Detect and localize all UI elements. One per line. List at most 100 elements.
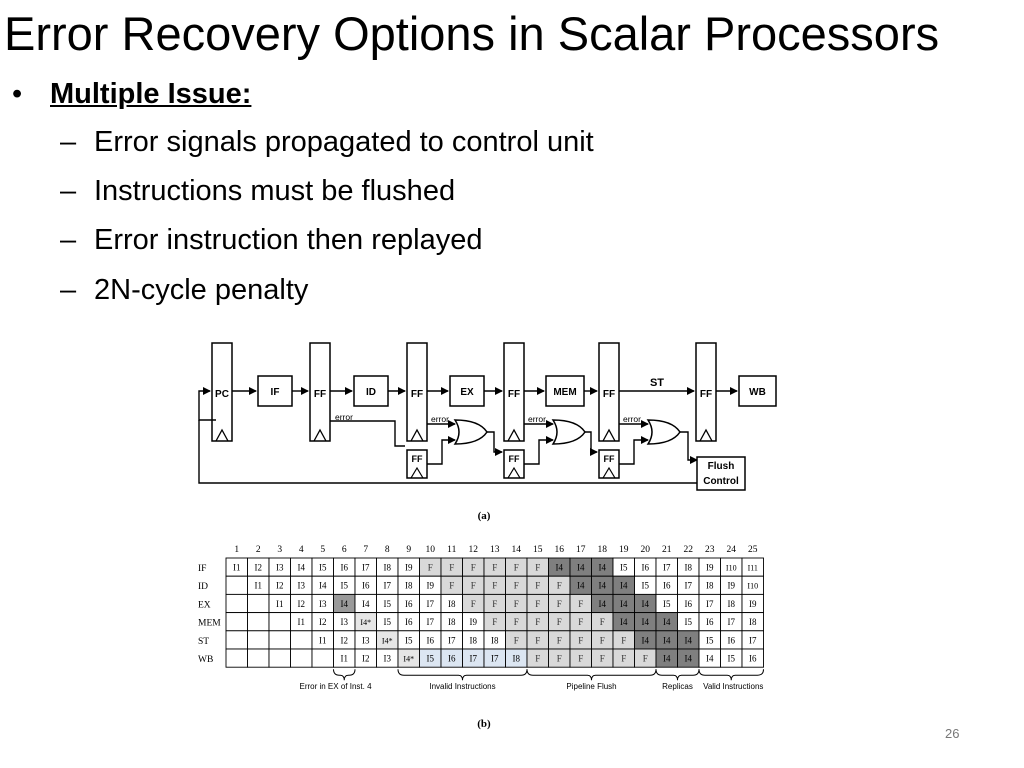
table-cell-text: F bbox=[557, 635, 562, 645]
table-cell-text: I4 bbox=[599, 599, 607, 609]
table-cell-text: I4 bbox=[663, 654, 671, 664]
table-cell-text: I8 bbox=[470, 635, 478, 645]
mem-stage-label: MEM bbox=[553, 387, 576, 398]
table-cell-text: I5 bbox=[706, 635, 714, 645]
table-cell-text: I4 bbox=[556, 563, 564, 573]
table-cell-text: I8 bbox=[728, 599, 736, 609]
table-cell bbox=[247, 612, 270, 632]
table-cell-text: F bbox=[449, 563, 454, 573]
table-cell-text: I7 bbox=[728, 617, 736, 627]
table-cell-text: F bbox=[471, 563, 476, 573]
table-cell bbox=[741, 648, 764, 668]
table-cell-text: F bbox=[535, 581, 540, 591]
table-cell-text: I1 bbox=[298, 617, 306, 627]
bullet-label: Multiple Issue: bbox=[50, 78, 252, 110]
table-cell-text: I4 bbox=[663, 617, 671, 627]
sub-bullet-text: Instructions must be flushed bbox=[94, 175, 456, 207]
table-cell-text: I1 bbox=[276, 599, 284, 609]
table-cell-text: I5 bbox=[685, 617, 693, 627]
ff-register-1 bbox=[309, 342, 331, 442]
ff-register-1-label: FF bbox=[314, 389, 326, 400]
cycle-number: 14 bbox=[512, 545, 522, 555]
flush-control-label: Control bbox=[703, 476, 739, 487]
table-cell-text: I8 bbox=[491, 635, 499, 645]
annotation-error: Error in EX of Inst. 4 bbox=[299, 682, 372, 691]
stage-label: IF bbox=[198, 564, 206, 574]
id-stage-label: ID bbox=[366, 387, 376, 398]
table-cell bbox=[268, 630, 291, 650]
table-cell-text: F bbox=[535, 563, 540, 573]
table-cell-text: I4 bbox=[620, 599, 628, 609]
error-line-4b bbox=[524, 436, 554, 465]
cycle-number: 24 bbox=[727, 545, 737, 555]
table-cell-text: F bbox=[621, 654, 626, 664]
table-cell-text: I7 bbox=[384, 581, 392, 591]
table-cell bbox=[225, 575, 248, 595]
ff-register-5-label: FF bbox=[700, 389, 712, 400]
cycle-number: 1 bbox=[234, 545, 239, 555]
bullet-symbol: • bbox=[12, 78, 23, 110]
cycle-number: 11 bbox=[447, 545, 456, 555]
table-cell-text: I4 bbox=[319, 581, 327, 591]
ff-register-3 bbox=[503, 342, 525, 442]
table-cell-text: F bbox=[557, 654, 562, 664]
cycle-number: 10 bbox=[426, 545, 436, 555]
table-cell-text: I6 bbox=[427, 635, 435, 645]
table-cell-text: F bbox=[514, 563, 519, 573]
table-cell-text: I4 bbox=[642, 617, 650, 627]
table-cell-text: F bbox=[492, 563, 497, 573]
st-stage-label: ST bbox=[650, 377, 664, 389]
table-cell-text: I3 bbox=[276, 563, 284, 573]
table-cell-text: I5 bbox=[384, 599, 392, 609]
table-cell-text: I3 bbox=[319, 599, 327, 609]
table-cell-text: F bbox=[600, 654, 605, 664]
table-cell-text: I4 bbox=[663, 635, 671, 645]
clock-icon bbox=[699, 428, 713, 442]
slide-title: Error Recovery Options in Scalar Process… bbox=[4, 7, 940, 60]
table-cell-text: I1 bbox=[255, 581, 263, 591]
table-cell-text: I6 bbox=[642, 563, 650, 573]
replica-ff-3-label: FF bbox=[604, 454, 615, 464]
table-cell-text: I9 bbox=[728, 581, 736, 591]
cycle-number: 3 bbox=[277, 545, 282, 555]
table-cell-text: I3 bbox=[362, 635, 370, 645]
table-cell-text: F bbox=[492, 599, 497, 609]
table-cell bbox=[225, 593, 248, 614]
table-cell-text: I5 bbox=[319, 563, 327, 573]
stage-label: MEM bbox=[198, 619, 221, 629]
error-label: error bbox=[623, 414, 641, 424]
clock-icon bbox=[215, 428, 229, 442]
cycle-number: 4 bbox=[299, 545, 304, 555]
table-cell-text: I4 bbox=[298, 563, 306, 573]
error-line-1 bbox=[330, 420, 405, 447]
table-cell-text: F bbox=[514, 581, 519, 591]
table-cell-text: I2 bbox=[255, 563, 263, 573]
cycle-number: 13 bbox=[490, 545, 500, 555]
table-cell-text: I2 bbox=[276, 581, 284, 591]
table-cell-text: F bbox=[535, 617, 540, 627]
table-cell bbox=[247, 593, 270, 614]
brace-flush bbox=[526, 669, 657, 681]
clock-icon bbox=[410, 466, 424, 479]
table-cell-text: I5 bbox=[341, 581, 349, 591]
sub-bullet-text: 2N-cycle penalty bbox=[94, 274, 309, 306]
ff-register-4 bbox=[598, 342, 620, 442]
pc-register bbox=[211, 342, 233, 442]
cycle-number: 18 bbox=[598, 545, 608, 555]
table-cell-text: I7 bbox=[685, 581, 693, 591]
table-cell-text: I3 bbox=[298, 581, 306, 591]
annotation-replicas: Replicas bbox=[662, 682, 693, 691]
error-to-flush-line bbox=[680, 431, 698, 464]
or-gate-1 bbox=[453, 419, 488, 445]
table-cell bbox=[268, 612, 291, 632]
if-stage-label: IF bbox=[271, 387, 280, 398]
ff-register-3-label: FF bbox=[508, 389, 520, 400]
table-cell-text: I6 bbox=[341, 563, 349, 573]
table-cell-text: I8 bbox=[384, 563, 392, 573]
flush-feedback-line bbox=[198, 420, 697, 484]
table-cell-text: I4 bbox=[577, 581, 585, 591]
pc-feedback-line bbox=[198, 387, 216, 421]
table-cell-text: I4 bbox=[685, 654, 693, 664]
